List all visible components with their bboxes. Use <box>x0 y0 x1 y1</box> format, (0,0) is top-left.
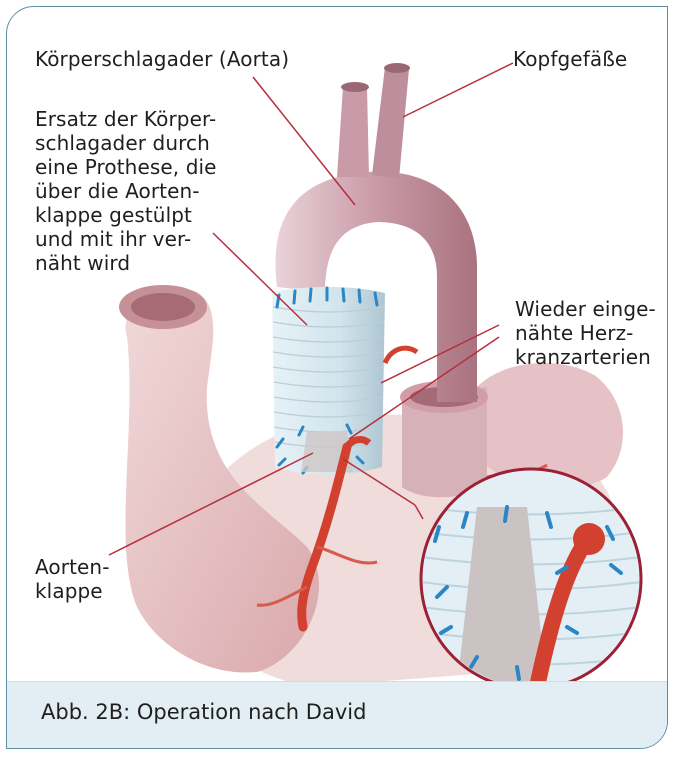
label-prosthesis: Ersatz der Körper- schlagader durch eine… <box>35 107 217 275</box>
label-head-vessels: Kopfgefäße <box>513 47 627 71</box>
label-aorta: Körperschlagader (Aorta) <box>35 47 289 71</box>
caption-bar: Abb. 2B: Operation nach David <box>7 681 667 748</box>
label-aortic-valve: Aorten- klappe <box>35 555 110 603</box>
prosthesis-graft <box>272 287 385 475</box>
figure-caption: Abb. 2B: Operation nach David <box>41 700 366 724</box>
zoom-detail <box>421 469 641 687</box>
label-coronary-arteries: Wieder einge- nähte Herz- kranzarterien <box>515 297 656 369</box>
figure-frame: Körperschlagader (Aorta) Kopfgefäße Ersa… <box>6 6 668 749</box>
